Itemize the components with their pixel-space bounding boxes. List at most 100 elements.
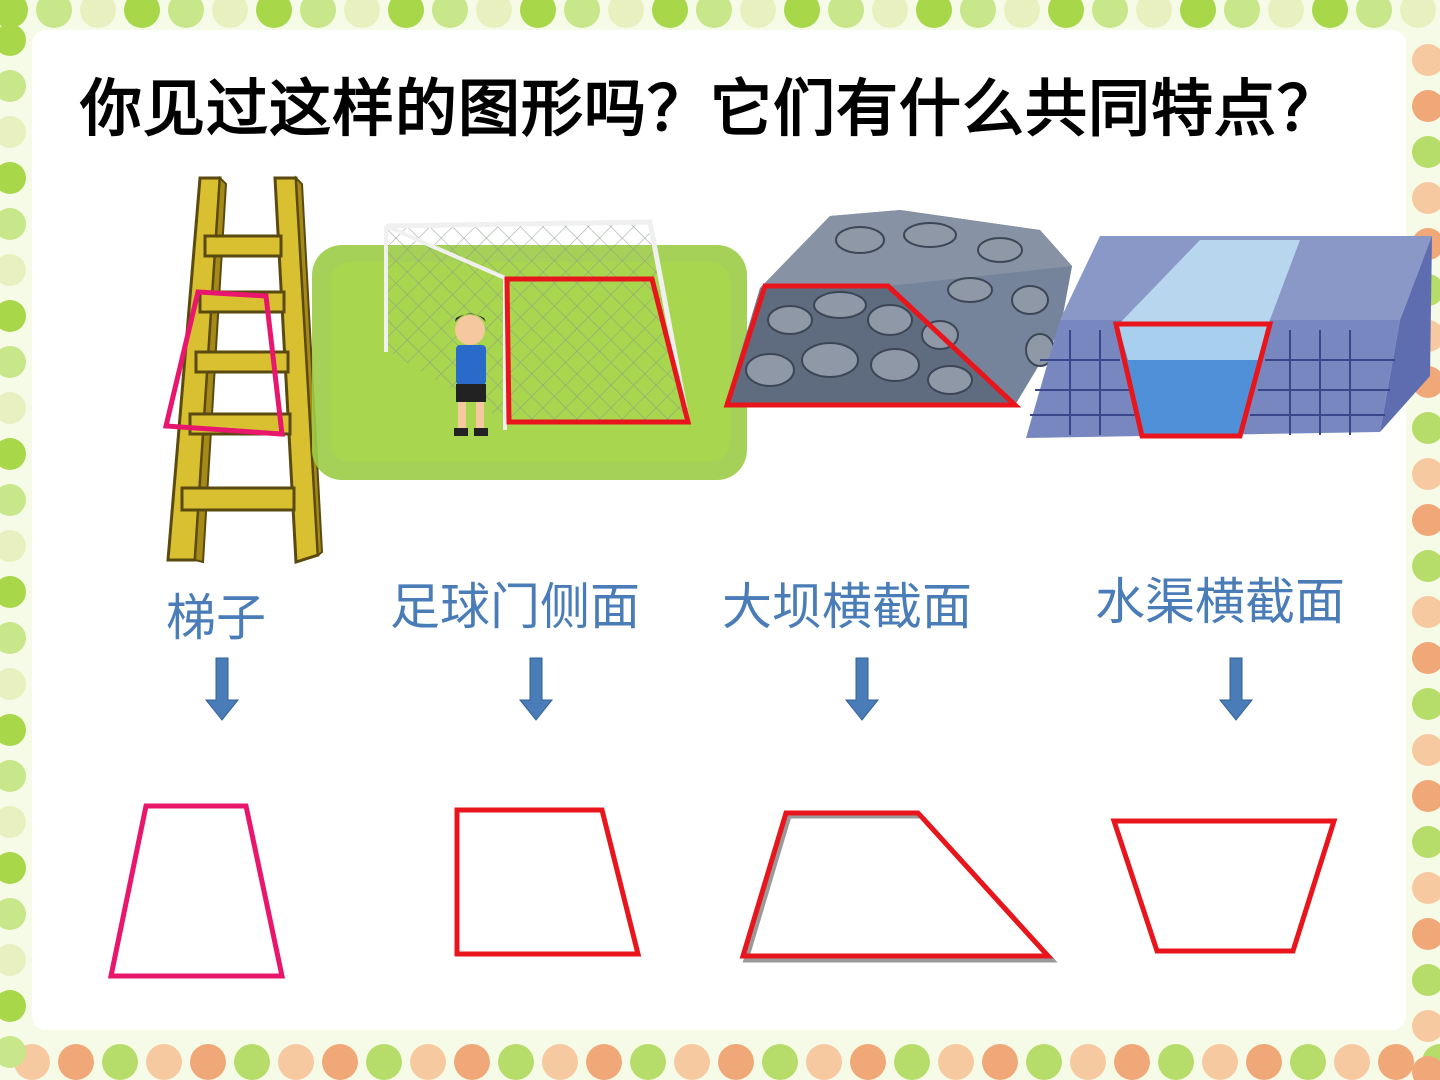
decorative-dot xyxy=(0,668,26,700)
decorative-dot xyxy=(432,0,468,28)
decorative-dot xyxy=(520,0,556,28)
decorative-dot xyxy=(1026,1044,1062,1080)
decorative-dot xyxy=(1004,0,1040,28)
decorative-dot xyxy=(124,0,160,28)
decorative-dot xyxy=(1412,1056,1440,1080)
decorative-dot xyxy=(0,70,26,102)
decorative-dot xyxy=(850,1044,886,1080)
decorative-dot xyxy=(0,806,26,838)
decorative-dot xyxy=(938,1044,974,1080)
dam-illustration xyxy=(723,210,1072,408)
ladder-trapezoid-shape xyxy=(107,803,286,979)
decorative-dot xyxy=(1092,0,1128,28)
decorative-dot xyxy=(1334,1044,1370,1080)
decorative-dot xyxy=(454,1044,490,1080)
decorative-dot xyxy=(0,346,26,378)
decorative-dot xyxy=(1412,458,1440,490)
decorative-dot xyxy=(1412,780,1440,812)
decorative-dot xyxy=(762,1044,798,1080)
ladder-illustration xyxy=(162,175,324,565)
decorative-dot xyxy=(608,0,644,28)
decorative-dot xyxy=(674,1044,710,1080)
decorative-dot xyxy=(1412,734,1440,766)
decorative-dot xyxy=(212,0,248,28)
decorative-dot xyxy=(1356,0,1392,28)
decorative-dot xyxy=(542,1044,578,1080)
decorative-dot xyxy=(0,530,26,562)
decorative-dot xyxy=(1268,0,1304,28)
slide-panel xyxy=(32,30,1406,1030)
decorative-dot xyxy=(146,1044,182,1080)
decorative-dot xyxy=(916,0,952,28)
dam-trapezoid-shape-shadow xyxy=(742,813,1058,963)
decorative-dot xyxy=(1378,1044,1414,1080)
arrow-down-icon xyxy=(518,657,554,721)
label-dam-cross-section: 大坝横截面 xyxy=(722,578,972,636)
decorative-dot xyxy=(0,484,26,516)
channel-trapezoid-shape xyxy=(1110,818,1338,954)
decorative-dot xyxy=(1412,1010,1440,1042)
decorative-dot xyxy=(1412,964,1440,996)
arrow-down-icon xyxy=(1218,657,1254,721)
decorative-dot xyxy=(1412,412,1440,444)
decorative-dot xyxy=(1412,596,1440,628)
decorative-dot xyxy=(0,162,26,194)
decorative-dot xyxy=(872,0,908,28)
decorative-dot xyxy=(256,0,292,28)
decorative-dot xyxy=(586,1044,622,1080)
slide-title: 你见过这样的图形吗？它们有什么共同特点？ xyxy=(80,72,1341,145)
decorative-dot xyxy=(1180,0,1216,28)
decorative-dot xyxy=(1412,688,1440,720)
channel-trapezoid-highlight xyxy=(1112,321,1274,439)
decorative-dot xyxy=(1412,504,1440,536)
decorative-dot xyxy=(0,300,26,332)
decorative-dot xyxy=(1202,1044,1238,1080)
decorative-dot xyxy=(80,0,116,28)
arrow-down-icon xyxy=(204,657,240,721)
dam-trapezoid-highlight xyxy=(723,283,1022,408)
decorative-dot xyxy=(806,1044,842,1080)
decorative-dot xyxy=(1412,90,1440,122)
decorative-dot xyxy=(1412,872,1440,904)
decorative-dot xyxy=(630,1044,666,1080)
label-channel-cross-section: 水渠横截面 xyxy=(1095,573,1345,631)
decorative-dot xyxy=(410,1044,446,1080)
decorative-dot xyxy=(1412,44,1440,76)
decorative-dot xyxy=(102,1044,138,1080)
decorative-dot xyxy=(36,0,72,28)
decorative-dot xyxy=(0,392,26,424)
decorative-dot xyxy=(168,0,204,28)
decorative-dot xyxy=(1070,1044,1106,1080)
decorative-dot xyxy=(1412,550,1440,582)
decorative-dot xyxy=(0,898,26,930)
decorative-dot xyxy=(1246,1044,1282,1080)
dam-trapezoid-shape xyxy=(739,810,1054,959)
decorative-dot xyxy=(0,438,26,470)
decorative-dot xyxy=(366,1044,402,1080)
decorative-dot xyxy=(0,622,26,654)
decorative-dot xyxy=(652,0,688,28)
decorative-dot xyxy=(300,0,336,28)
decorative-dot xyxy=(234,1044,270,1080)
label-ladder: 梯子 xyxy=(166,589,266,647)
decorative-dot xyxy=(0,944,26,976)
decorative-dot xyxy=(0,1036,26,1068)
decorative-dot xyxy=(0,24,26,56)
decorative-dot xyxy=(564,0,600,28)
decorative-dot xyxy=(982,1044,1018,1080)
decorative-dot xyxy=(498,1044,534,1080)
water-channel-illustration xyxy=(1026,236,1432,439)
decorative-dot xyxy=(960,0,996,28)
decorative-dot xyxy=(894,1044,930,1080)
decorative-dot xyxy=(1048,0,1084,28)
decorative-dot xyxy=(190,1044,226,1080)
label-soccer-goal-side: 足球门侧面 xyxy=(390,578,640,636)
decorative-dot xyxy=(0,714,26,746)
decorative-dot xyxy=(1290,1044,1326,1080)
decorative-dot xyxy=(1412,182,1440,214)
decorative-dot xyxy=(0,208,26,240)
decorative-dot xyxy=(1400,0,1436,28)
decorative-dot xyxy=(322,1044,358,1080)
decorative-dot xyxy=(0,254,26,286)
